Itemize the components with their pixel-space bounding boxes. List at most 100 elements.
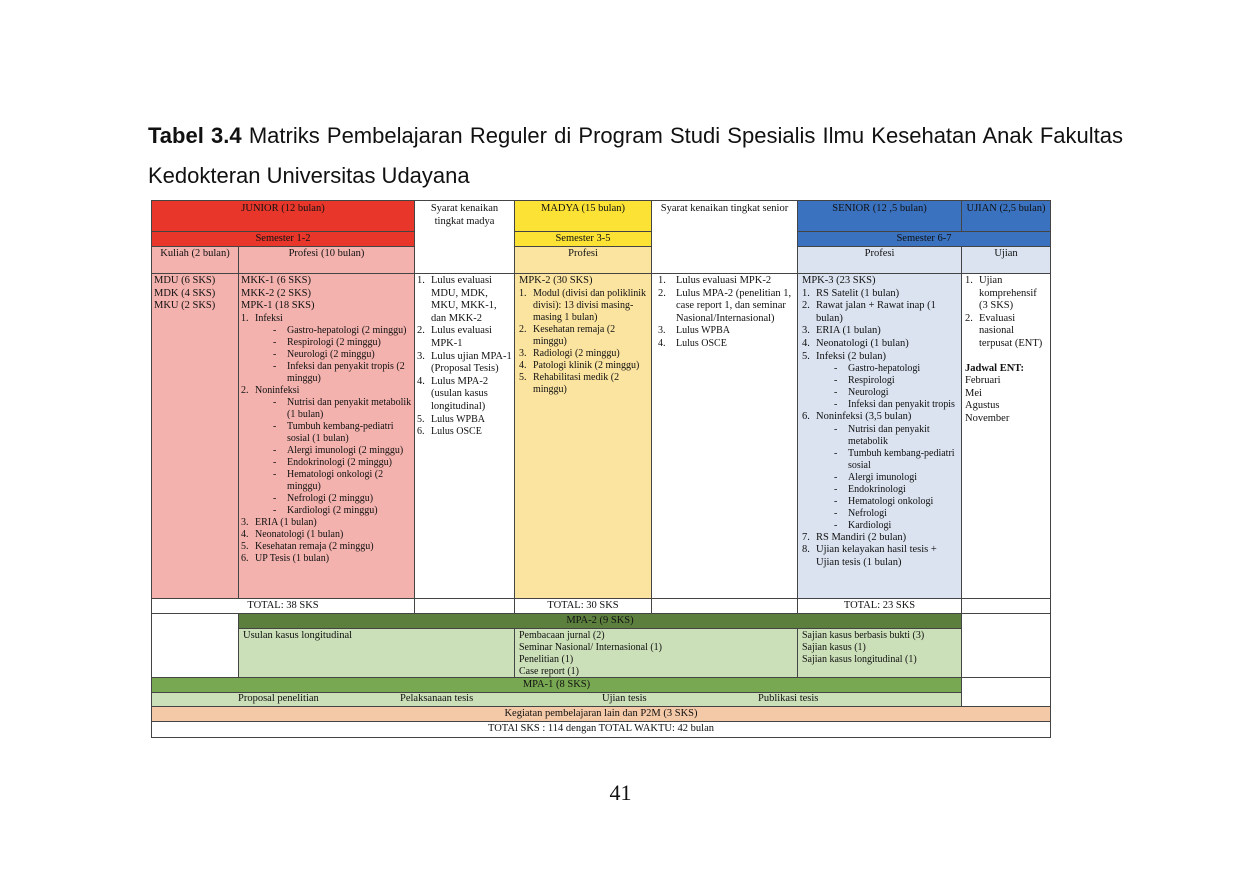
list-item: 2.Rawat jalan + Rawat inap (1 bulan) [802,300,936,324]
mpa2-senior-item: Sajian kasus berbasis bukti (3) [802,630,925,641]
mkk1: MKK-1 (6 SKS) [241,275,312,286]
list-item: Hematologi onkologi [834,496,957,508]
semester-senior: Semester 6-7 [797,231,1051,247]
list-item: 1.Infeksi Gastro-hepatologi (2 minggu) R… [241,313,412,385]
caption-label: Tabel 3.4 [148,123,242,148]
jadwal-month: November [965,412,1010,424]
list-item: 6.Noninfeksi (3,5 bulan) Nutrisi dan pen… [802,411,957,532]
mpa2-madya-item: Case report (1) [519,666,579,677]
jadwal-month: Agustus [965,400,1000,412]
semester-junior: Semester 1-2 [151,231,415,247]
mpa1-items-row: Proposal penelitian Pelaksanaan tesis Uj… [151,692,962,707]
list-item: Gastro-hepatologi [834,363,957,375]
mpa2-left-blank [151,613,239,678]
jadwal-month: Mei [965,387,982,399]
kuliah-item: MKU (2 SKS) [154,300,216,312]
list-item: 3.Lulus ujian MPA-1 (Proposal Tesis) [417,350,512,375]
mpa2-junior: Usulan kasus longitudinal [238,628,515,678]
list-item: Kardiologi (2 minggu) [273,505,412,517]
syarat-senior-header: Syarat kenaikan tingkat senior [651,200,798,246]
mpk1: MPK-1 (18 SKS) [241,300,315,312]
total-all-row: TOTAl SKS : 114 dengan TOTAL WAKTU: 42 b… [151,721,1051,738]
list-item: 2.Noninfeksi Nutrisi dan penyakit metabo… [241,385,412,517]
list-item: 3.Radiologi (2 minggu) [519,347,620,359]
mpa1-right-blank [961,677,1051,707]
senior-header: SENIOR (12 ,5 bulan) [797,200,962,232]
list-item: Infeksi dan penyakit tropis [834,399,957,411]
mpa2-junior-item: Usulan kasus longitudinal [243,630,353,641]
kuliah-item: MDU (6 SKS) [154,275,216,286]
jadwal-ent-title: Jadwal ENT: [965,362,1025,374]
list-item: 8.Ujian kelayakan hasil tesis + Ujian te… [802,544,937,568]
list-item: 5.Rehabilitasi medik (2 minggu) [519,371,620,395]
mpa1-header: MPA-1 (8 SKS) [151,677,962,693]
list-item: 1.Modul (divisi dan poliklinik divisi): … [519,287,647,323]
senior-profesi-cell: MPK-3 (23 SKS) 1.RS Satelit (1 bulan) 2.… [797,273,962,599]
list-item: Nefrologi (2 minggu) [273,493,412,505]
list-item: Hematologi onkologi (2 minggu) [273,469,412,493]
list-item: 6.Lulus OSCE [417,426,482,438]
syarat-madya-cell: 1.Lulus evaluasi MDU, MDK, MKU, MKK-1, d… [414,273,515,599]
total-syarat-madya [414,598,515,614]
list-item: Endokrinologi [834,484,957,496]
list-item: Neurologi (2 minggu) [273,349,412,361]
mpa2-senior: Sajian kasus berbasis bukti (3) Sajian k… [797,628,962,678]
mpa2-senior-item: Sajian kasus (1) [802,642,866,653]
list-item: Tumbuh kembang-pediatri sosial (1 bulan) [273,421,412,445]
mpa2-senior-item: Sajian kasus longitudinal (1) [802,654,917,665]
kuliah-header: Kuliah (2 bulan) [151,246,239,274]
list-item: 1.Ujian komprehensif (3 SKS) [965,275,1037,312]
total-syarat-senior [651,598,798,614]
list-item: 4.Lulus OSCE [658,337,727,349]
mpa2-header: MPA-2 (9 SKS) [238,613,962,629]
list-item: Infeksi dan penyakit tropis (2 minggu) [273,361,412,385]
list-item: 4.Neonatologi (1 bulan) [241,528,344,540]
mpa2-madya-item: Seminar Nasional/ Internasional (1) [519,642,663,653]
syarat-madya-spacer [414,245,515,274]
mpa1-item: Publikasi tesis [758,693,819,704]
semester-madya: Semester 3-5 [514,231,652,247]
list-item: Respirologi (2 minggu) [273,337,412,349]
kuliah-item: MDK (4 SKS) [154,287,216,299]
list-item: 3.ERIA (1 bulan) [241,516,317,528]
list-item: 3.ERIA (1 bulan) [802,325,881,337]
mpa2-madya: Pembacaan jurnal (2) Seminar Nasional/ I… [514,628,798,678]
junior-header: JUNIOR (12 bulan) [151,200,415,232]
list-item: Respirologi [834,375,957,387]
list-item: Alergi imunologi (2 minggu) [273,445,412,457]
list-item: 3.Lulus WPBA [658,325,730,337]
list-item: 2.Evaluasi nasional terpusat (ENT) [965,312,1043,349]
syarat-senior-cell: 1.Lulus evaluasi MPK-2 2.Lulus MPA-2 (pe… [651,273,798,599]
list-item: Tumbuh kembang-pediatri sosial [834,448,957,472]
caption-text: Matriks Pembelajaran Reguler di Program … [148,123,1123,188]
list-item: 5.Lulus WPBA [417,413,485,425]
mpa1-item: Pelaksanaan tesis [400,693,474,704]
profesi-senior-header: Profesi [797,246,962,274]
list-item: 1.Lulus evaluasi MDU, MDK, MKU, MKK-1, d… [417,275,497,324]
syarat-senior-spacer [651,245,798,274]
mpa2-right-blank [961,613,1051,678]
list-item: 5.Kesehatan remaja (2 minggu) [241,540,374,552]
list-item: 2.Lulus MPA-2 (penelitian 1, case report… [658,287,792,324]
jadwal-month: Februari [965,375,1001,387]
list-item: Alergi imunologi [834,472,957,484]
list-item: 4.Lulus MPA-2 (usulan kasus longitudinal… [417,375,489,412]
total-madya: TOTAL: 30 SKS [514,598,652,614]
list-item: Nefrologi [834,508,957,520]
table-caption: Tabel 3.4 Matriks Pembelajaran Reguler d… [148,116,1123,196]
kuliah-cell: MDU (6 SKS) MDK (4 SKS) MKU (2 SKS) [151,273,239,599]
ujian-sub-header: Ujian [961,246,1051,274]
madya-header: MADYA (15 bulan) [514,200,652,232]
list-item: 1.Lulus evaluasi MPK-2 [658,275,772,286]
mpa1-item: Ujian tesis [602,693,647,704]
syarat-madya-header: Syarat kenaikan tingkat madya [414,200,515,246]
list-item: 2.Lulus evaluasi MPK-1 [417,325,492,349]
list-item: Endokrinologi (2 minggu) [273,457,412,469]
total-senior: TOTAL: 23 SKS [797,598,962,614]
mpa1-item: Proposal penelitian [238,693,319,704]
list-item: Nutrisi dan penyakit metabolik (1 bulan) [273,397,412,421]
mpa2-madya-item: Pembacaan jurnal (2) [519,630,605,641]
total-junior: TOTAL: 38 SKS [151,598,415,614]
list-item: 4.Neonatologi (1 bulan) [802,337,909,349]
list-item: 1.RS Satelit (1 bulan) [802,287,900,299]
